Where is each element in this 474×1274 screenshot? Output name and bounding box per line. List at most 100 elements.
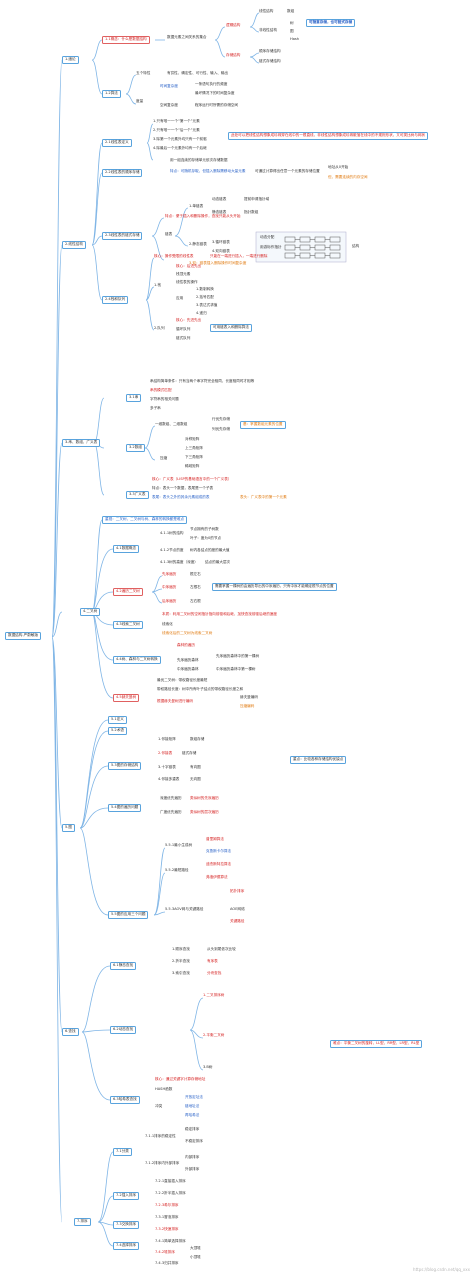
s11-tree: 树 [290,21,294,25]
s21-i2: 2.只有唯一一个“后一个”元素 [153,128,200,132]
s53-i1: 1.邻接矩阵 [158,737,176,741]
s24-u1: 1.数制转换 [196,287,214,291]
s41-i3: 4.1.3树的高度（深度） [160,560,198,564]
watermark: https://blog.csdn.net/qq_xxx [413,1266,470,1272]
s12-time: 时间复杂度 [160,84,178,88]
s31-i1: 串结构简单条件：只有当两个串字符完全相同，长度相同时才相等 [150,379,255,383]
s61-a2: 有序表 [207,959,218,963]
s12-measure: 度量 [136,99,144,103]
s54-dfs1: 类似树的先序遍历 [190,796,219,800]
s41-a2: 叶子：度为0的节点 [190,536,222,540]
s11-nonlinear: 非线性结构 [259,28,277,32]
s32-colmaj: 列优先存储 [212,427,230,431]
chapter-3-node[interactable]: 3.串、数组、广义表 [62,439,101,447]
s72-i3: 7.2.3希尔排序 [155,1203,179,1207]
s42-pre2: 根左右 [190,572,201,576]
s32-rowmaj: 行优先存储 [212,417,230,421]
s63-node[interactable]: 6.3哈希表查找 [110,1096,140,1104]
s40-note: 重视：二叉树，二叉树与树、森林的转换都是难点 [102,516,188,524]
s24-q3: 可用链表入和删除算法 [210,324,252,332]
s43-i2: 线索化 [162,622,173,626]
s62-bst: 1.二叉排序树 [203,993,225,997]
s74-note2: 小顶堆 [190,1255,201,1259]
s51-node[interactable]: 5.1定义 [108,716,127,724]
s74-i1: 7.4.1简单选择排序 [155,1239,186,1243]
s33-d2: 表尾：表头之外的其余元素组成的表 [152,495,210,499]
s53-node[interactable]: 5.3图的存储结构 [108,762,142,770]
root-node[interactable]: 数据结构-严蔚敏版 [5,632,42,640]
s55-topo: 5.5.3AOV网与关键路径 [165,907,204,911]
s52-node[interactable]: 5.2术语 [108,727,127,735]
s72-i2: 7.2.2折半插入排序 [155,1191,186,1195]
s42-node[interactable]: 4.2遍历二叉树 [113,588,143,596]
s45-d3: 根据赫夫曼树进行编码 [157,699,193,703]
s23-f5: 动态分配 [260,235,275,239]
s32-comp: 压缩 [160,456,168,460]
s11-node[interactable]: 1.1概念：什么是数据结构 [102,36,150,44]
s32-c2: 上三角矩阵 [185,446,203,450]
s61-node[interactable]: 6.1静态查找 [110,962,137,970]
s32-node[interactable]: 3.2数组 [126,444,145,452]
s73-node[interactable]: 7.3交换排序 [113,1221,140,1229]
s21-i1: 1.只有唯一一个“第一个”元素 [153,119,200,123]
s33-node[interactable]: 3.3广义表 [126,491,149,499]
s63-i4: 开放定址法 [185,1095,203,1099]
s71-a2: 不稳定排序 [185,1139,203,1143]
s45-node[interactable]: 4.5赫夫曼树 [113,694,140,702]
s62-avl: 2.平衡二叉树 [203,1033,225,1037]
s24-node[interactable]: 2.4栈和队列 [102,296,129,304]
s74-node[interactable]: 7.4选择排序 [113,1242,140,1250]
s71-a1: 稳定排序 [185,1127,200,1131]
s11-hash: Hash [290,37,300,41]
s22-node[interactable]: 2.2线性表的顺序存储 [102,169,143,177]
s72-node[interactable]: 7.2插入排序 [113,1192,140,1200]
s53-a1: 数组存储 [190,737,205,741]
s24-core: 核心：操作受限的线性表 [154,254,194,258]
s55-node[interactable]: 5.5图的应用三个问题 [108,911,149,919]
s11-seq: 顺序存储结构 [259,49,281,53]
s31-node[interactable]: 3.1串 [126,394,142,402]
chapter-7-node[interactable]: 7.排序 [74,1218,91,1226]
s73-i2: 7.3.2快速排序 [155,1227,179,1231]
s43-i1: 本质：利用二叉树的空闲指针指向前驱和后继，加快查找前驱后继的速度 [162,612,277,616]
s55-kruskal: 克鲁斯卡尔算法 [206,849,232,853]
s43-node[interactable]: 4.3线索二叉树 [113,621,143,629]
s44-node[interactable]: 4.4树、森林与二叉树转换 [113,656,161,664]
s24-s2: 线性表的操作 [176,280,198,284]
s12-five: 五个特性 [136,71,151,75]
s71-node[interactable]: 7.1分类 [113,1148,132,1156]
s21-i3: 3.除第一个元素外均只有一个前驱 [153,137,207,141]
s24-s1: 栈顶元素 [176,272,191,276]
s44-a1: 先序遍历森林 [177,658,199,662]
chapter-5-node[interactable]: 5.图 [62,824,76,832]
s41-node[interactable]: 4.1数据概念 [113,545,140,553]
s72-i1: 7.2.1直接插入排序 [155,1179,186,1183]
s53-i2: 2.邻接表 [158,751,173,755]
s45-d5: 压缩编码 [240,704,255,708]
chapter-6-node[interactable]: 6.查找 [62,1028,79,1036]
s23-node[interactable]: 2.3线性表的链式存储 [102,232,143,240]
s54-node[interactable]: 5.4图的遍历问题 [108,804,142,812]
s62-node[interactable]: 6.2动态查找 [110,1026,137,1034]
s44-a2: 中序遍历森林 [177,667,199,671]
s12-node[interactable]: 1.2算法 [102,90,121,98]
s42-post2: 左右根 [190,599,201,603]
s54-bfs1: 类似树的层次遍历 [190,810,219,814]
s44-a: 森林的遍历 [177,643,195,647]
s12-five-val: 有穷性、确定性、可行性、输入、输出 [167,71,229,75]
s63-i5: 链地址法 [185,1104,200,1108]
s21-node[interactable]: 2.1线性表定义 [102,139,132,147]
chapter-1-node[interactable]: 1.绪论 [62,56,79,64]
chapter-4-node[interactable]: 4.二叉树 [80,608,101,616]
s23-f6: 用游标作指针 [260,245,282,249]
s11-graph: 图 [290,29,294,33]
s11-array: 数组 [287,9,295,13]
s23-note: 3.双：链表插入删除操作时间复杂度 [189,261,247,265]
chapter-2-node[interactable]: 2.线性结构 [62,241,86,249]
s45-d1: 最优二叉树：带权路径长度最短 [157,678,208,682]
s55-aoe: AOE网络 [230,907,245,911]
s32-c4: 稀疏矩阵 [185,464,200,468]
s54-bfs: 广度优先遍历 [160,810,182,814]
